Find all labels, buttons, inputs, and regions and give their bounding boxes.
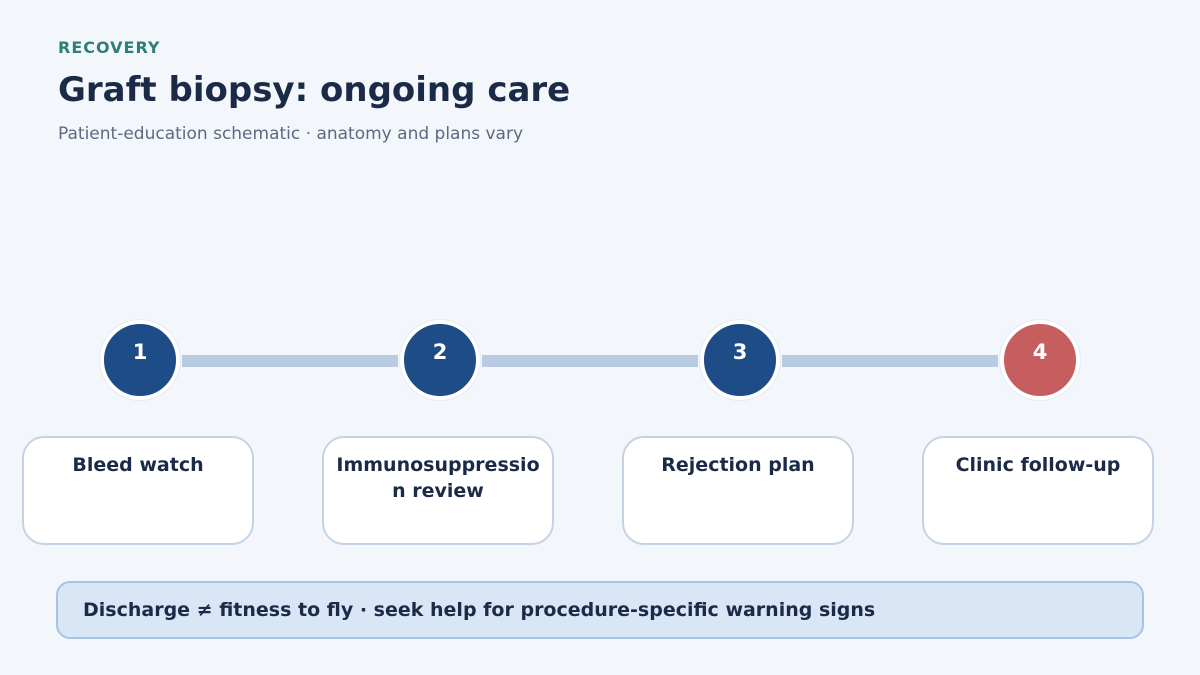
step-connector-1-2 — [182, 355, 398, 367]
step-3-marker: 3 — [700, 320, 780, 400]
page-title: Graft biopsy: ongoing care — [58, 70, 571, 110]
step-1-label: Bleed watch — [72, 454, 204, 476]
section-eyebrow: RECOVERY — [58, 38, 161, 57]
step-2-card: Immunosuppression review — [322, 436, 554, 545]
step-4-card: Clinic follow-up — [922, 436, 1154, 545]
step-4-marker: 4 — [1000, 320, 1080, 400]
step-2-marker: 2 — [400, 320, 480, 400]
step-2-label: Immunosuppression review — [336, 454, 540, 502]
page-subtitle: Patient-education schematic · anatomy an… — [58, 124, 524, 144]
step-connector-3-4 — [782, 355, 998, 367]
step-1-card: Bleed watch — [22, 436, 254, 545]
step-4-label: Clinic follow-up — [955, 454, 1121, 476]
step-3-label: Rejection plan — [661, 454, 815, 476]
step-3-card: Rejection plan — [622, 436, 854, 545]
step-connector-2-3 — [482, 355, 698, 367]
step-1-marker: 1 — [100, 320, 180, 400]
warning-note: Discharge ≠ fitness to fly · seek help f… — [56, 581, 1144, 639]
